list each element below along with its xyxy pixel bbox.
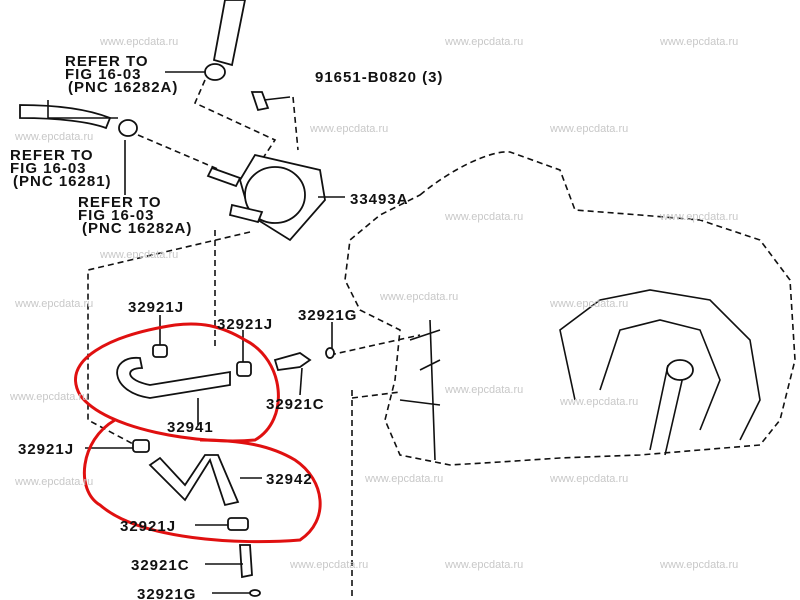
part-label-bolt: 91651-B0820 (3) xyxy=(315,69,443,86)
svg-text:REFER TO: REFER TO xyxy=(78,194,162,211)
watermark-text: www.epcdata.ru xyxy=(14,131,93,143)
watermark-text: www.epcdata.ru xyxy=(9,391,88,403)
refer-label-3: REFER TO FIG 16-03 (PNC 16282A) xyxy=(78,194,192,237)
part-label-union-b: 32921C xyxy=(131,557,190,574)
watermark-text: www.epcdata.ru xyxy=(444,384,523,396)
part-label-hose-a: 32941 xyxy=(167,419,214,436)
watermark-text: www.epcdata.ru xyxy=(444,211,523,223)
svg-text:(PNC 16282A): (PNC 16282A) xyxy=(68,79,178,96)
part-label-gasket-b: 32921G xyxy=(137,586,196,600)
refer-label-1: REFER TO FIG 16-03 (PNC 16282A) xyxy=(65,53,178,96)
watermark-text: www.epcdata.ru xyxy=(549,473,628,485)
watermark-text: www.epcdata.ru xyxy=(14,298,93,310)
svg-text:REFER TO: REFER TO xyxy=(65,53,149,70)
svg-text:FIG 16-03: FIG 16-03 xyxy=(65,66,142,83)
watermark-text: www.epcdata.ru xyxy=(559,396,638,408)
watermark-text: www.epcdata.ru xyxy=(99,36,178,48)
svg-text:REFER TO: REFER TO xyxy=(10,147,94,164)
watermark-text: www.epcdata.ru xyxy=(289,559,368,571)
part-label-cover: 33493A xyxy=(350,191,409,208)
svg-text:(PNC 16281): (PNC 16281) xyxy=(13,173,112,190)
leader-lines xyxy=(47,71,345,594)
part-label-hose-b: 32942 xyxy=(266,471,313,488)
part-label-clamp-d: 32921J xyxy=(120,518,176,535)
watermarks: www.epcdata.ru www.epcdata.ru www.epcdata.… xyxy=(9,36,738,571)
svg-text:(PNC 16282A): (PNC 16282A) xyxy=(82,220,192,237)
part-label-clamp-a: 32921J xyxy=(128,299,184,316)
part-label-clamp-b: 32921J xyxy=(217,316,273,333)
transmission-outline xyxy=(344,151,796,600)
part-label-clamp-c: 32921J xyxy=(18,441,74,458)
svg-text:FIG 16-03: FIG 16-03 xyxy=(78,207,155,224)
part-label-union-a: 32921C xyxy=(266,396,325,413)
watermark-text: www.epcdata.ru xyxy=(444,559,523,571)
watermark-text: www.epcdata.ru xyxy=(659,211,738,223)
svg-text:FIG 16-03: FIG 16-03 xyxy=(10,160,87,177)
watermark-text: www.epcdata.ru xyxy=(549,298,628,310)
watermark-text: www.epcdata.ru xyxy=(444,36,523,48)
highlight-loop-lower xyxy=(83,418,322,544)
refer-label-2: REFER TO FIG 16-03 (PNC 16281) xyxy=(10,147,112,190)
hose-parts xyxy=(116,344,335,597)
watermark-text: www.epcdata.ru xyxy=(14,476,93,488)
watermark-text: www.epcdata.ru xyxy=(99,249,178,261)
watermark-text: www.epcdata.ru xyxy=(549,123,628,135)
part-label-gasket-a: 32921G xyxy=(298,307,357,324)
watermark-text: www.epcdata.ru xyxy=(364,473,443,485)
watermark-text: www.epcdata.ru xyxy=(379,291,458,303)
watermark-text: www.epcdata.ru xyxy=(659,36,738,48)
watermark-text: www.epcdata.ru xyxy=(309,123,388,135)
upper-parts xyxy=(19,0,421,446)
watermark-text: www.epcdata.ru xyxy=(659,559,738,571)
